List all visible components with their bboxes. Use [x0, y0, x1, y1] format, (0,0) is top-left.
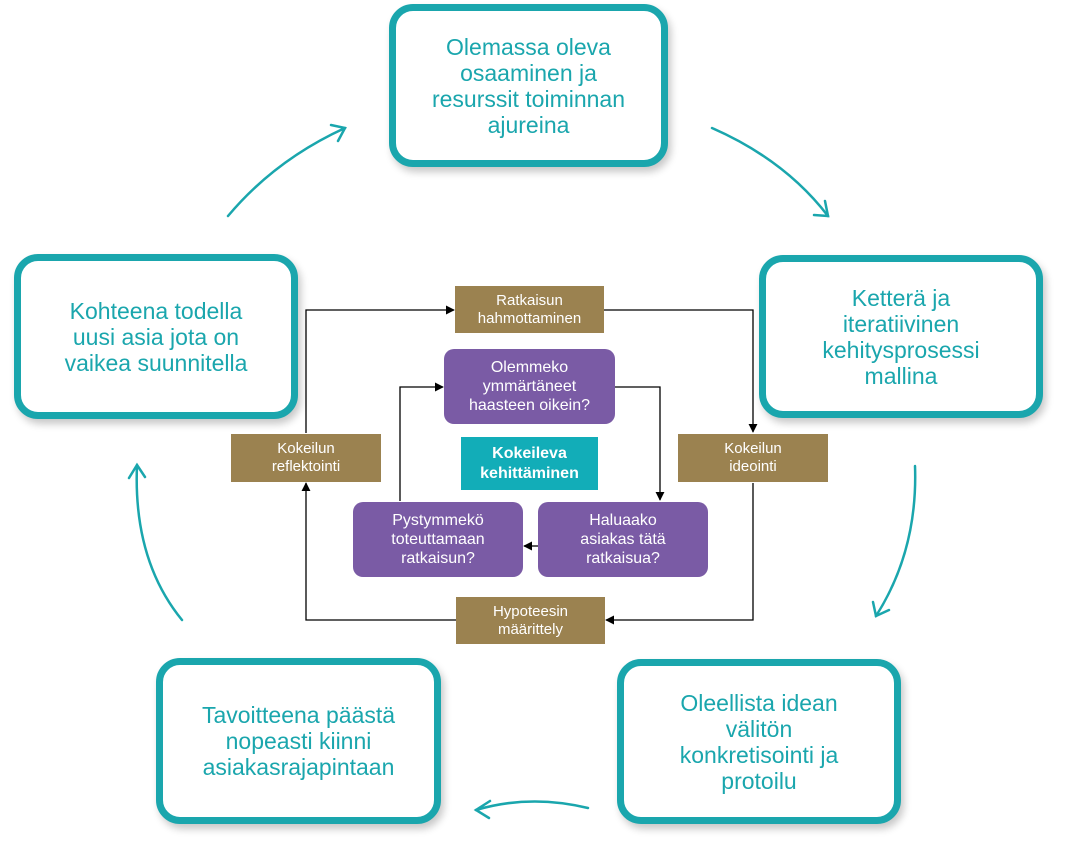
loop-connector-right-bottom — [605, 483, 754, 625]
outer-box-bottom-right: Oleellista idean välitön konkretisointi … — [617, 659, 901, 824]
cycle-arrowhead-right-bottom — [871, 600, 891, 618]
question-left: Pystymmekö toteuttamaan ratkaisun? — [353, 502, 523, 577]
cycle-arrow-bottom — [474, 800, 590, 812]
phase-top-text: Ratkaisun hahmottaminen — [477, 291, 582, 327]
loop-connector-top-right — [604, 309, 758, 433]
outer-box-bottom-left: Tavoitteena päästä nopeasti kiinni asiak… — [156, 658, 441, 824]
question-top-text: Olemmeko ymmärtäneet haasteen oikein? — [469, 359, 590, 414]
phase-left: Kokeilun reflektointi — [231, 434, 381, 482]
outer-box-top-text: Olemassa oleva osaaminen ja resurssit to… — [431, 33, 626, 138]
loop-connector-bottom-left — [301, 482, 456, 621]
center-label-text: Kokeileva kehittäminen — [480, 444, 579, 482]
phase-top: Ratkaisun hahmottaminen — [455, 286, 604, 333]
cycle-arrow-left-up — [135, 463, 184, 622]
phase-left-text: Kokeilun reflektointi — [271, 440, 341, 475]
question-connector-left-top — [399, 382, 444, 501]
outer-box-right-text: Ketterä ja iteratiivinen kehitysprosessi… — [822, 284, 980, 389]
cycle-arrow-top-right — [710, 126, 830, 218]
center-label: Kokeileva kehittäminen — [461, 437, 598, 490]
phase-bottom-text: Hypoteesin määrittely — [492, 602, 569, 638]
outer-box-right: Ketterä ja iteratiivinen kehitysprosessi… — [759, 255, 1043, 418]
question-top: Olemmeko ymmärtäneet haasteen oikein? — [444, 349, 615, 424]
phase-right: Kokeilun ideointi — [678, 434, 828, 482]
cycle-arrowhead-bottom — [473, 799, 492, 820]
cycle-arrow-top-left — [226, 126, 347, 218]
outer-box-bottom-right-text: Oleellista idean välitön konkretisointi … — [679, 689, 839, 794]
cycle-arrowhead-top-right — [812, 199, 830, 218]
cycle-arrow-right-bottom — [874, 464, 917, 618]
outer-box-left-text: Kohteena todella uusi asia jota on vaike… — [64, 297, 248, 376]
question-right-text: Haluaako asiakas tätä ratkaisua? — [580, 512, 666, 567]
phase-right-text: Kokeilun ideointi — [724, 440, 782, 475]
phase-bottom: Hypoteesin määrittely — [456, 597, 605, 644]
cycle-arrowhead-top-left — [329, 123, 347, 143]
loop-connector-left-top — [305, 305, 455, 433]
outer-box-bottom-left-text: Tavoitteena päästä nopeasti kiinni asiak… — [201, 702, 396, 780]
question-left-text: Pystymmekö toteuttamaan ratkaisun? — [391, 512, 485, 567]
question-right: Haluaako asiakas tätä ratkaisua? — [538, 502, 708, 577]
outer-box-left: Kohteena todella uusi asia jota on vaike… — [14, 254, 298, 419]
question-connector-top-right — [615, 386, 665, 501]
cycle-arrowhead-left-up — [127, 462, 147, 480]
outer-box-top: Olemassa oleva osaaminen ja resurssit to… — [389, 4, 668, 167]
